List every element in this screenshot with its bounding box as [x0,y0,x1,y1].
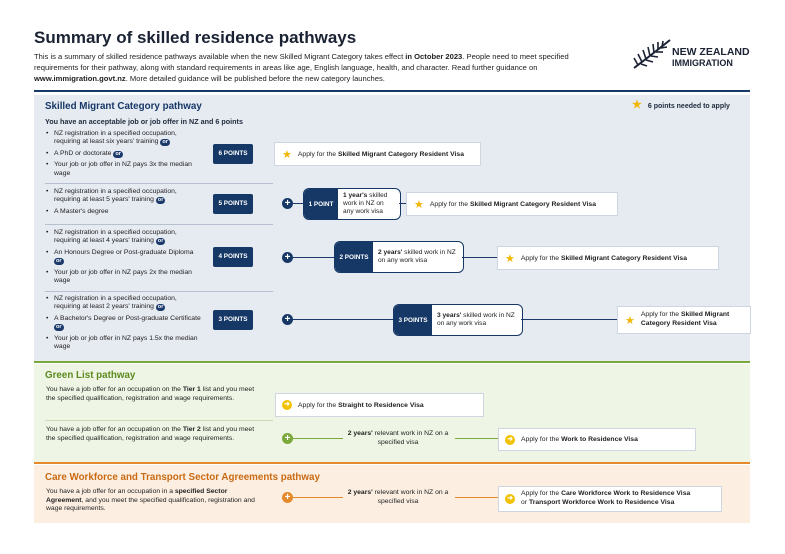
connector [521,319,618,320]
green-rule [34,361,750,363]
work-experience-pill: 3 POINTS 3 years' skilled work in NZ on … [393,304,523,336]
apply-box: ★Apply for the Skilled Migrant Category … [406,192,618,216]
care-rule [34,462,750,464]
or-badge: or [54,258,64,266]
plus-icon: + [282,252,293,263]
list-item: NZ registration in a specified occupatio… [46,188,204,205]
or-badge: or [155,304,166,312]
plus-icon: + [282,314,293,325]
work-experience-pill: 1 POINT 1 year's skilled work in NZ on a… [303,188,401,220]
apply-box: ★Apply for the Skilled Migrant Category … [617,306,751,334]
or-badge: or [160,139,170,147]
points-needed-note: ★6 points needed to apply [632,99,730,111]
care-title: Care Workforce and Transport Sector Agre… [45,472,320,483]
smc-subtitle: You have an acceptable job or job offer … [45,117,243,126]
row-divider [45,420,273,421]
apply-box: ★Apply for the Skilled Migrant Category … [497,246,719,270]
row2-criteria: NZ registration in a specified occupatio… [46,188,204,219]
smc-rule [34,90,750,92]
green-tier1-desc: You have a job offer for an occupation o… [46,386,255,402]
connector [399,203,407,204]
green-title: Green List pathway [45,370,136,381]
star-icon: ★ [632,99,642,111]
connector [462,257,498,258]
connector [293,203,304,204]
star-icon: ★ [625,314,635,327]
connector [293,438,343,439]
row-divider [45,291,273,292]
apply-box: ➜Apply for the Straight to Residence Vis… [275,393,484,417]
apply-box: ➜Apply for the Care Workforce Work to Re… [498,486,722,512]
points-badge: 4 POINTS [213,247,253,267]
row3-criteria: NZ registration in a specified occupatio… [46,229,204,288]
list-item: NZ registration in a specified occupatio… [46,295,204,312]
connector [293,319,394,320]
connector [455,438,499,439]
plus-icon: + [282,492,293,503]
points-badge: 3 POINTS [213,310,253,330]
connector [293,497,343,498]
work-experience-note: 2 years' relevant work in NZ on a specif… [347,489,449,505]
star-icon: ★ [414,198,424,211]
row-divider [45,183,273,184]
row4-criteria: NZ registration in a specified occupatio… [46,295,204,354]
points-badge: 5 POINTS [213,194,253,214]
guidance-link[interactable]: www.immigration.govt.nz [34,73,126,83]
or-badge: or [54,324,64,332]
intro-paragraph: This is a summary of skilled residence p… [34,52,569,83]
star-icon: ★ [505,252,515,265]
list-item: Your job or job offer in NZ pays 3x the … [46,161,204,178]
work-experience-pill: 2 POINTS 2 years' skilled work in NZ on … [334,241,464,273]
arrow-right-icon: ➜ [505,494,515,504]
points-badge: 6 POINTS [213,144,253,164]
list-item: Your job or job offer in NZ pays 1.5x th… [46,335,204,352]
list-item: A Bachelor's Degree or Post-graduate Cer… [46,315,204,332]
list-item: NZ registration in a specified occupatio… [46,229,204,246]
row1-criteria: NZ registration in a specified occupatio… [46,130,204,181]
list-item: A PhD or doctorate or [46,150,204,159]
star-icon: ★ [282,148,292,161]
apply-box: ★Apply for the Skilled Migrant Category … [274,142,481,166]
plus-icon: + [282,198,293,209]
fern-icon [633,39,671,69]
or-badge: or [155,197,166,205]
apply-box: ➜Apply for the Work to Residence Visa [498,428,696,451]
page-title: Summary of skilled residence pathways [34,28,357,47]
arrow-right-icon: ➜ [282,400,292,410]
list-item: NZ registration in a specified occupatio… [46,130,204,147]
row-divider [45,224,273,225]
arrow-right-icon: ➜ [505,434,515,445]
list-item: A Master's degree [46,208,204,217]
list-item: Your job or job offer in NZ pays 2x the … [46,269,204,286]
or-badge: or [155,238,166,246]
care-desc: You have a job offer for an occupation i… [46,488,255,513]
connector [293,257,335,258]
list-item: An Honours Degree or Post-graduate Diplo… [46,249,204,266]
work-experience-note: 2 years' relevant work in NZ on a specif… [347,430,449,446]
green-tier2-desc: You have a job offer for an occupation o… [46,426,255,442]
connector [455,497,499,498]
or-badge: or [113,150,123,158]
smc-title: Skilled Migrant Category pathway [45,101,202,112]
plus-icon: + [282,433,293,444]
